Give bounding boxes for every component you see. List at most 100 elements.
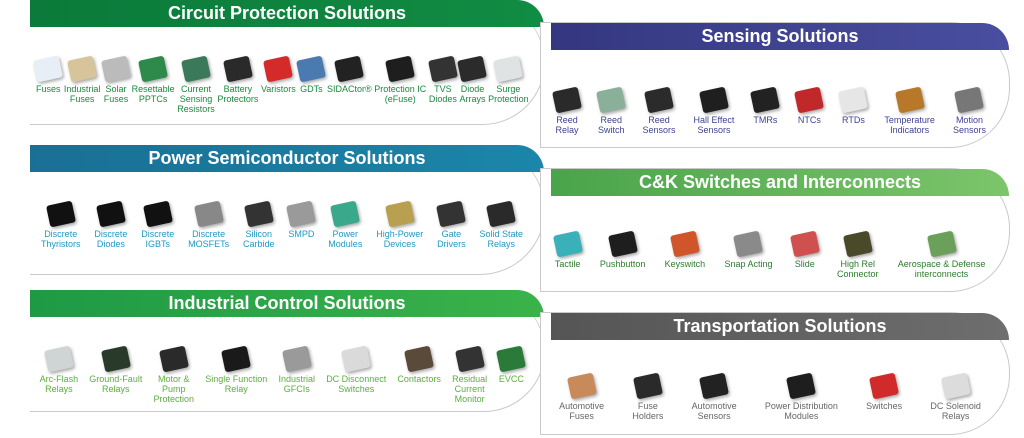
product-image[interactable] — [669, 211, 700, 258]
product-label[interactable]: High Rel Connector — [836, 259, 879, 279]
product-image[interactable] — [243, 181, 274, 228]
product-item-single-function-relay[interactable]: Single Function Relay — [205, 326, 267, 394]
product-image[interactable] — [789, 211, 820, 258]
product-label[interactable]: Solar Fuses — [103, 84, 129, 104]
product-item-reed-relay[interactable]: Reed Relay — [551, 67, 583, 135]
product-label[interactable]: Snap Acting — [724, 259, 773, 269]
product-label[interactable]: Automotive Fuses — [559, 401, 605, 421]
product-label[interactable]: Reed Switch — [598, 115, 625, 135]
product-image[interactable] — [404, 326, 435, 373]
product-label[interactable]: RTDs — [841, 115, 865, 125]
product-item-gdts[interactable]: GDTs — [296, 36, 327, 94]
product-image[interactable] — [427, 36, 458, 83]
product-item-ground-fault-relays[interactable]: Ground-Fault Relays — [89, 326, 142, 394]
product-image[interactable] — [95, 181, 126, 228]
panel-title[interactable]: C&K Switches and Interconnects — [551, 169, 1009, 196]
product-image[interactable] — [566, 353, 597, 400]
product-label[interactable]: Varistors — [260, 84, 296, 94]
product-image[interactable] — [551, 67, 583, 114]
product-item-sidactor[interactable]: SIDACtor® — [327, 36, 372, 94]
product-item-battery-protectors[interactable]: Battery Protectors — [217, 36, 258, 104]
product-label[interactable]: Switches — [866, 401, 903, 411]
product-item-slide[interactable]: Slide — [789, 211, 820, 269]
product-image[interactable] — [894, 67, 925, 114]
product-label[interactable]: Surge Protection — [488, 84, 529, 104]
product-item-high-rel-connector[interactable]: High Rel Connector — [837, 211, 879, 279]
product-item-solid-state-relays[interactable]: Solid State Relays — [479, 181, 523, 249]
panel-title[interactable]: Circuit Protection Solutions — [30, 0, 544, 27]
product-label[interactable]: Power Modules — [328, 229, 363, 249]
product-image[interactable] — [263, 36, 294, 83]
product-item-automotive-fuses[interactable]: Automotive Fuses — [559, 353, 604, 421]
product-image[interactable] — [296, 36, 327, 83]
product-image[interactable] — [281, 326, 312, 373]
product-item-discrete-mosfets[interactable]: Discrete MOSFETs — [188, 181, 229, 249]
panel-title[interactable]: Sensing Solutions — [551, 23, 1009, 50]
product-image[interactable] — [100, 326, 131, 373]
product-item-silicon-carbide[interactable]: Silicon Carbide — [243, 181, 275, 249]
product-image[interactable] — [596, 67, 627, 114]
product-image[interactable] — [142, 181, 173, 228]
panel-title[interactable]: Power Semiconductor Solutions — [30, 145, 544, 172]
product-label[interactable]: Reed Relay — [555, 115, 579, 135]
product-image[interactable] — [385, 36, 416, 83]
product-item-reed-sensors[interactable]: Reed Sensors — [643, 67, 676, 135]
product-item-fuse-holders[interactable]: Fuse Holders — [632, 353, 663, 421]
product-image[interactable] — [926, 211, 957, 258]
product-image[interactable] — [644, 67, 675, 114]
product-label[interactable]: SIDACtor® — [326, 84, 372, 94]
product-item-discrete-diodes[interactable]: Discrete Diodes — [94, 181, 127, 249]
product-item-current-sensing-resistors[interactable]: Current Sensing Resistors — [177, 36, 215, 114]
product-label[interactable]: Single Function Relay — [205, 374, 268, 394]
product-image[interactable] — [221, 326, 252, 373]
product-image[interactable] — [222, 36, 253, 83]
product-item-varistors[interactable]: Varistors — [261, 36, 296, 94]
product-item-tmrs[interactable]: TMRs — [750, 67, 781, 125]
product-item-industrial-gfcis[interactable]: Industrial GFCIs — [278, 326, 315, 394]
product-image[interactable] — [496, 326, 527, 373]
product-label[interactable]: Keyswitch — [664, 259, 706, 269]
product-label[interactable]: Resettable PPTCs — [131, 84, 175, 104]
product-label[interactable]: GDTs — [300, 84, 323, 94]
product-item-diode-arrays[interactable]: Diode Arrays — [457, 36, 488, 104]
product-label[interactable]: DC Solenoid Relays — [930, 401, 981, 421]
product-image[interactable] — [632, 353, 663, 400]
product-label[interactable]: Discrete Thyristors — [40, 229, 81, 249]
product-image[interactable] — [45, 181, 76, 228]
product-item-pushbutton[interactable]: Pushbutton — [600, 211, 645, 269]
product-item-dc-disconnect-switches[interactable]: DC Disconnect Switches — [326, 326, 386, 394]
product-label[interactable]: Motion Sensors — [952, 115, 986, 135]
product-image[interactable] — [101, 36, 132, 83]
product-image[interactable] — [334, 36, 365, 83]
product-image[interactable] — [286, 181, 317, 228]
product-label[interactable]: Power Distribution Modules — [764, 401, 838, 421]
product-item-power-modules[interactable]: Power Modules — [328, 181, 362, 249]
product-image[interactable] — [698, 67, 729, 114]
product-image[interactable] — [940, 353, 971, 400]
product-label[interactable]: Residual Current Monitor — [452, 374, 488, 404]
product-label[interactable]: Discrete IGBTs — [141, 229, 175, 249]
product-label[interactable]: Aerospace & Defense interconnects — [897, 259, 986, 279]
product-item-hall-effect-sensors[interactable]: Hall Effect Sensors — [694, 67, 734, 135]
product-item-motor-pump-protection[interactable]: Motor & Pump Protection — [154, 326, 194, 404]
product-label[interactable]: Current Sensing Resistors — [177, 84, 215, 114]
product-item-motion-sensors[interactable]: Motion Sensors — [953, 67, 986, 135]
panel-title[interactable]: Transportation Solutions — [551, 313, 1009, 340]
product-label[interactable]: High-Power Devices — [376, 229, 424, 249]
product-image[interactable] — [842, 211, 873, 258]
product-item-reed-switch[interactable]: Reed Switch — [596, 67, 627, 135]
product-label[interactable]: Arc-Flash Relays — [39, 374, 79, 394]
product-image[interactable] — [180, 36, 211, 83]
product-item-switches[interactable]: Switches — [866, 353, 902, 411]
product-label[interactable]: Slide — [794, 259, 815, 269]
panel-title[interactable]: Industrial Control Solutions — [30, 290, 544, 317]
product-label[interactable]: Battery Protectors — [217, 84, 259, 104]
product-label[interactable]: SMPD — [288, 229, 315, 239]
product-image[interactable] — [750, 67, 781, 114]
product-label[interactable]: TMRs — [753, 115, 778, 125]
product-item-power-distribution-modules[interactable]: Power Distribution Modules — [765, 353, 838, 421]
product-item-industrial-fuses[interactable]: Industrial Fuses — [64, 36, 100, 104]
product-item-aerospace-defense-interconnects[interactable]: Aerospace & Defense interconnects — [897, 211, 986, 279]
product-label[interactable]: Tactile — [554, 259, 581, 269]
product-item-rtds[interactable]: RTDs — [838, 67, 869, 125]
